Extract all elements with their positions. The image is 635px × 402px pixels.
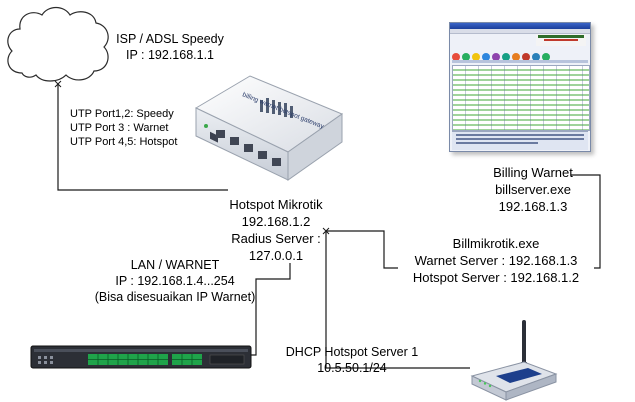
- billing-name: Billing Warnet: [493, 165, 573, 180]
- lan-name: LAN / WARNET: [130, 258, 220, 272]
- radius-ip: 127.0.0.1: [248, 248, 304, 263]
- mikrotik-router: billing warnet hotspot gateway: [194, 75, 344, 181]
- mikrotik-name: Hotspot Mikrotik: [229, 197, 323, 212]
- switch-icon: [30, 345, 252, 369]
- wire-mikrotik-ap: [325, 231, 470, 369]
- lan-label: LAN / WARNET IP : 192.168.1.4...254 (Bis…: [86, 257, 264, 305]
- port-line-warnet: UTP Port 3 : Warnet: [70, 122, 169, 134]
- wire-mikrotik-billing: [326, 230, 398, 269]
- billing-logo: [536, 34, 586, 46]
- billing-label: Billing Warnet billserver.exe 192.168.1.…: [478, 164, 588, 215]
- radius-label: Radius Server :: [231, 231, 321, 246]
- lan-note: (Bisa disesuaikan IP Warnet): [94, 290, 256, 304]
- dhcp-label: DHCP Hotspot Server 1 10.5.50.1/24: [282, 344, 422, 376]
- mikrotik-ip: 192.168.1.2: [241, 214, 311, 229]
- billmikrotik-label: Billmikrotik.exe Warnet Server : 192.168…: [398, 235, 594, 286]
- isp-label: ISP / ADSL Speedy IP : 192.168.1.1: [110, 31, 230, 63]
- junction-mark-isp: [54, 80, 62, 88]
- uplink-ports-label: UTP Port1,2: Speedy UTP Port 3 : Warnet …: [70, 107, 177, 149]
- cloud-icon: [7, 6, 109, 82]
- dhcp-name: DHCP Hotspot Server 1: [285, 345, 419, 359]
- dhcp-subnet: 10.5.50.1/24: [317, 361, 387, 375]
- mikrotik-label: Hotspot Mikrotik 192.168.1.2 Radius Serv…: [208, 196, 344, 264]
- window-menubar: [450, 29, 590, 34]
- port-line-speedy: UTP Port1,2: Speedy: [70, 108, 174, 120]
- window-titlebar: [450, 23, 590, 29]
- wire-isp-mikrotik: [57, 84, 228, 191]
- window-tabs: [452, 60, 588, 63]
- isp-name: ISP / ADSL Speedy: [116, 32, 224, 46]
- warnet-server: Warnet Server : 192.168.1.3: [414, 253, 578, 268]
- window-toolbar: [452, 48, 588, 61]
- billmikrotik-name: Billmikrotik.exe: [452, 236, 540, 251]
- client-grid: [452, 65, 590, 131]
- hotspot-server: Hotspot Server : 192.168.1.2: [412, 270, 580, 285]
- wireless-ap-icon: [470, 320, 558, 401]
- billing-ip: 192.168.1.3: [498, 199, 568, 214]
- port-line-hotspot: UTP Port 4,5: Hotspot: [70, 136, 178, 148]
- window-statusbar: [452, 131, 588, 150]
- billing-app-screenshot: [449, 22, 591, 152]
- isp-ip: IP : 192.168.1.1: [125, 48, 215, 62]
- billing-exe: billserver.exe: [495, 182, 571, 197]
- lan-ip-range: IP : 192.168.1.4...254: [115, 274, 235, 288]
- junction-mark-mikrotik: [322, 227, 330, 235]
- wire-billing-bridge: [571, 174, 601, 269]
